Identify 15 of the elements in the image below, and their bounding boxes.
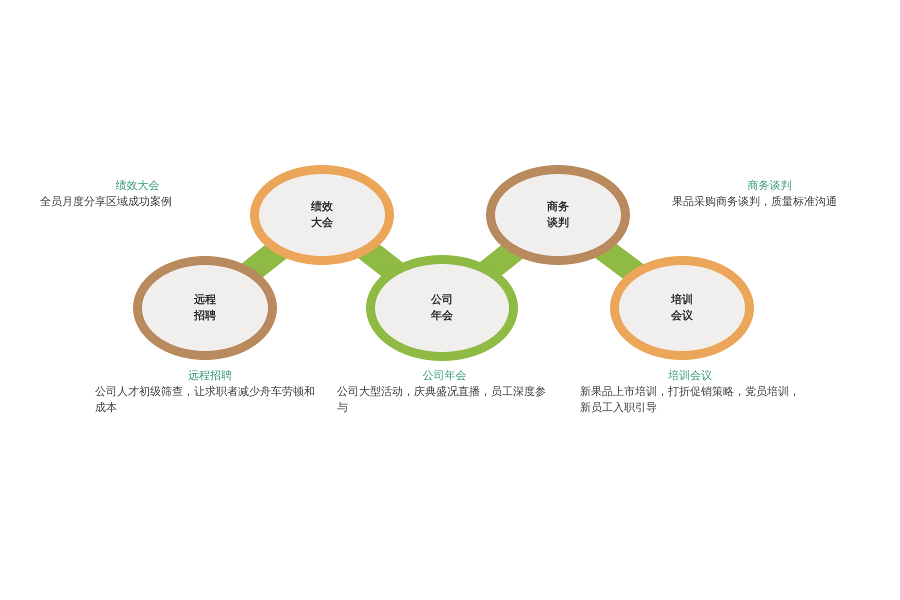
caption-heading: 商务谈判 bbox=[746, 178, 792, 194]
caption-heading: 公司年会 bbox=[422, 368, 468, 384]
caption-heading: 远程招聘 bbox=[187, 368, 233, 384]
caption-text: 新果品上市培训，打折促销策略，党员培训，新员工入职引导 bbox=[580, 384, 800, 416]
node-label: 公司年会 bbox=[430, 292, 454, 324]
node-label: 远程招聘 bbox=[192, 292, 217, 324]
node-label: 商务谈判 bbox=[546, 199, 570, 231]
caption-text: 公司人才初级筛查，让求职者减少舟车劳顿和成本 bbox=[95, 384, 316, 416]
node-label: 绩效大会 bbox=[310, 199, 334, 231]
caption-text: 全员月度分享区域成功案例 bbox=[40, 194, 173, 210]
caption-text: 公司大型活动，庆典盛况直播，员工深度参与 bbox=[337, 384, 547, 416]
node-label: 培训会议 bbox=[670, 292, 694, 324]
caption-heading: 培训会议 bbox=[667, 368, 713, 384]
caption-text: 果品采购商务谈判，质量标准沟通 bbox=[672, 194, 838, 210]
caption-heading: 绩效大会 bbox=[114, 178, 160, 194]
